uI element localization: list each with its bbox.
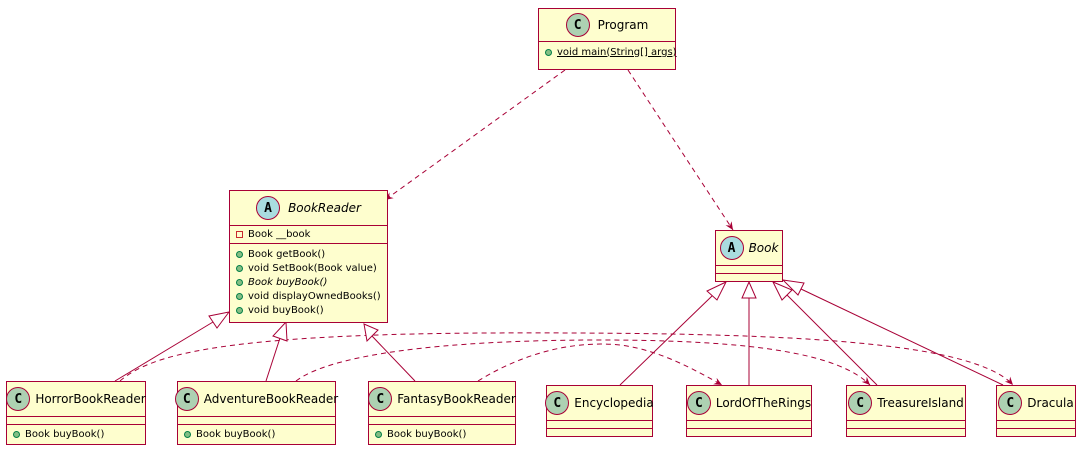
- class-badge-icon: C: [545, 391, 570, 415]
- public-icon: [236, 292, 243, 300]
- method-text: Book buyBook(): [25, 428, 105, 440]
- inheritance-adventure-bookreader: [265, 337, 281, 382]
- method-row: Book buyBook(): [13, 427, 139, 441]
- dependency-fantasy-lordoftherings: [477, 343, 723, 386]
- method-row: Book buyBook(): [236, 275, 381, 289]
- method-text: void main(String[] args): [557, 46, 677, 58]
- inheritance-treasureisland-book: [786, 294, 878, 386]
- class-name: LordOfTheRings: [715, 396, 812, 410]
- class-badge-icon: C: [565, 13, 590, 37]
- public-icon: [13, 430, 20, 438]
- inheritance-head-dracula: [781, 279, 805, 296]
- field-text: Book __book: [248, 228, 311, 240]
- inheritance-head-fantasy: [363, 323, 379, 343]
- public-icon: [545, 48, 552, 56]
- method-row: Book buyBook(): [375, 427, 509, 441]
- public-icon: [236, 278, 243, 286]
- method-text: Book buyBook(): [248, 276, 328, 288]
- inheritance-head-lordoftherings: [741, 280, 757, 299]
- inheritance-encyclopedia-book: [619, 295, 713, 386]
- method-row: void SetBook(Book value): [236, 261, 381, 275]
- inheritance-dracula-book: [800, 288, 1004, 386]
- inheritance-head-horror: [208, 311, 231, 329]
- class-badge-icon: C: [686, 391, 711, 415]
- dependency-program-bookreader: [384, 69, 566, 201]
- method-text: void buyBook(): [248, 304, 324, 316]
- method-row: void displayOwnedBooks(): [236, 289, 381, 303]
- class-badge-icon: C: [848, 391, 873, 415]
- class-badge-icon: C: [174, 387, 199, 411]
- public-icon: [236, 250, 243, 258]
- method-row: Book buyBook(): [184, 427, 329, 441]
- class-name: AdventureBookReader: [203, 392, 339, 406]
- method-text: void displayOwnedBooks(): [248, 290, 381, 302]
- class-fantasybookreader[interactable]: C FantasyBookReader Book buyBook(): [368, 381, 516, 445]
- method-row: void buyBook(): [236, 303, 381, 317]
- class-name: Dracula: [1027, 396, 1074, 410]
- method-text: Book buyBook(): [387, 428, 467, 440]
- dependency-adventure-treasureisland: [295, 339, 871, 386]
- method-row: Book getBook(): [236, 247, 381, 261]
- class-badge-icon: C: [368, 387, 393, 411]
- method-row: void main(String[] args): [545, 45, 677, 59]
- class-name: HorrorBookReader: [35, 392, 146, 406]
- class-book[interactable]: A Book: [715, 230, 783, 282]
- dependency-horror-dracula: [119, 332, 1014, 386]
- inheritance-fantasy-bookreader: [371, 335, 416, 382]
- class-name: Book: [748, 241, 779, 255]
- class-treasureisland[interactable]: C TreasureIsland: [846, 385, 966, 437]
- inheritance-head-treasureisland: [771, 281, 793, 301]
- public-icon: [236, 306, 243, 314]
- private-icon: [236, 230, 243, 238]
- class-name: TreasureIsland: [877, 396, 964, 410]
- method-text: Book buyBook(): [196, 428, 276, 440]
- field-row: Book __book: [236, 227, 381, 241]
- class-program[interactable]: C Program void main(String[] args): [538, 8, 677, 70]
- class-name: FantasyBookReader: [397, 392, 516, 406]
- class-name: Encyclopedia: [574, 396, 654, 410]
- class-horrorbookreader[interactable]: C HorrorBookReader Book buyBook(): [6, 381, 146, 445]
- class-bookreader[interactable]: A BookReader Book __book Book getBook() …: [229, 190, 388, 323]
- class-badge-icon: C: [6, 387, 31, 411]
- method-text: Book getBook(): [248, 248, 326, 260]
- class-dracula[interactable]: C Dracula: [996, 385, 1076, 437]
- inheritance-head-encyclopedia: [706, 280, 728, 301]
- class-name: BookReader: [288, 201, 361, 215]
- dependency-program-book: [627, 69, 734, 231]
- class-badge-icon: C: [998, 391, 1023, 415]
- inheritance-horror-bookreader: [114, 321, 214, 382]
- public-icon: [375, 430, 382, 438]
- method-text: void SetBook(Book value): [248, 262, 377, 274]
- class-name: Program: [597, 18, 649, 32]
- abstract-badge-icon: A: [719, 236, 744, 260]
- public-icon: [184, 430, 191, 438]
- abstract-badge-icon: A: [256, 196, 281, 220]
- inheritance-head-adventure: [272, 320, 288, 342]
- class-encyclopedia[interactable]: C Encyclopedia: [545, 385, 654, 437]
- public-icon: [236, 264, 243, 272]
- class-adventurebookreader[interactable]: C AdventureBookReader Book buyBook(): [174, 381, 339, 445]
- class-lordoftherings[interactable]: C LordOfTheRings: [686, 385, 812, 437]
